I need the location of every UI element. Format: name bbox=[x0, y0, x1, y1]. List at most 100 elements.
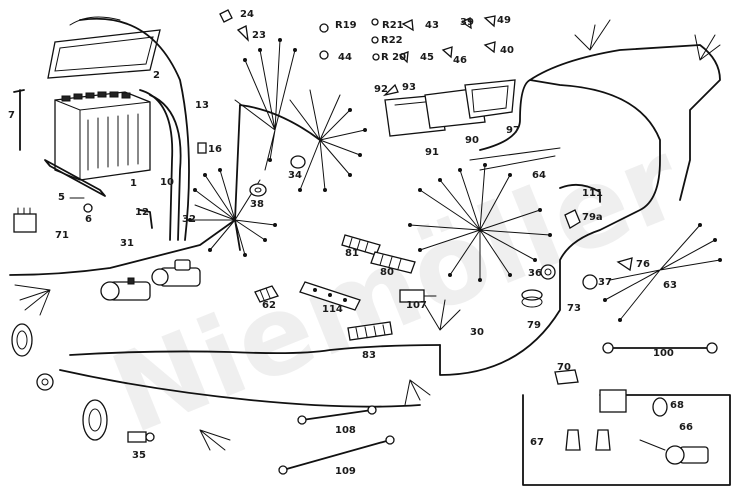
label-108: 108 bbox=[335, 425, 356, 436]
bulb-92 bbox=[382, 83, 399, 97]
label-111: 111 bbox=[582, 188, 603, 199]
starburst-junction-left bbox=[188, 168, 277, 257]
fog-lamp-66 bbox=[639, 439, 709, 465]
clip-76 bbox=[616, 257, 633, 272]
label-36: 36 bbox=[528, 268, 542, 279]
bracket-100 bbox=[602, 342, 718, 354]
cables-64 bbox=[469, 147, 561, 171]
grommet-left bbox=[36, 373, 54, 391]
label-62: 62 bbox=[262, 300, 276, 311]
label-90: 90 bbox=[465, 135, 479, 146]
cable-111 bbox=[559, 183, 601, 203]
starter-motor bbox=[151, 259, 201, 287]
starburst-lower-center bbox=[424, 299, 461, 331]
label-r19: R19 bbox=[335, 20, 357, 31]
regulator-71 bbox=[13, 207, 37, 233]
label-83: 83 bbox=[362, 350, 376, 361]
label-44: 44 bbox=[338, 52, 352, 63]
label-63: 63 bbox=[663, 280, 677, 291]
label-67: 67 bbox=[530, 437, 544, 448]
label-79: 79 bbox=[527, 320, 541, 331]
spring-79 bbox=[521, 289, 543, 308]
label-1: 1 bbox=[130, 178, 137, 189]
cable-13 bbox=[79, 17, 190, 241]
horn-lower bbox=[82, 399, 108, 441]
label-114: 114 bbox=[322, 304, 343, 315]
label-39: 39 bbox=[460, 17, 474, 28]
horn-left bbox=[11, 323, 33, 357]
label-32: 32 bbox=[182, 214, 196, 225]
battery-strap-7 bbox=[13, 89, 25, 151]
grommet-34 bbox=[290, 155, 306, 169]
label-34: 34 bbox=[288, 170, 302, 181]
main-harness-upper bbox=[239, 104, 321, 141]
switch-35 bbox=[127, 431, 155, 443]
clip-16 bbox=[197, 142, 207, 154]
connector-62 bbox=[254, 285, 279, 303]
label-16: 16 bbox=[208, 144, 222, 155]
label-93: 93 bbox=[402, 82, 416, 93]
main-harness-lower bbox=[69, 344, 441, 356]
bracket-109 bbox=[278, 435, 395, 475]
label-71: 71 bbox=[55, 230, 69, 241]
terminal-strip-114 bbox=[299, 281, 361, 311]
harness-30 bbox=[439, 79, 661, 376]
starburst-junction-mid bbox=[289, 89, 367, 192]
starburst-top-right bbox=[574, 19, 721, 61]
label-109: 109 bbox=[335, 466, 356, 477]
label-81: 81 bbox=[345, 248, 359, 259]
label-68: 68 bbox=[670, 400, 684, 411]
label-13: 13 bbox=[195, 100, 209, 111]
label-r21: R21 bbox=[382, 20, 404, 31]
label-23: 23 bbox=[252, 30, 266, 41]
starburst-lower-left bbox=[14, 284, 431, 451]
label-70: 70 bbox=[557, 362, 571, 373]
battery-cover-2 bbox=[47, 16, 161, 79]
starburst-junction-center bbox=[408, 163, 552, 282]
connector-79a bbox=[564, 209, 581, 229]
label-2: 2 bbox=[153, 70, 160, 81]
label-107: 107 bbox=[406, 300, 427, 311]
bracket-12 bbox=[139, 209, 153, 229]
battery-cells bbox=[61, 91, 131, 102]
connector-70 bbox=[554, 369, 579, 385]
label-43: 43 bbox=[425, 20, 439, 31]
label-37: 37 bbox=[598, 277, 612, 288]
cable-10b bbox=[149, 94, 182, 241]
label-79a: 79a bbox=[582, 212, 603, 223]
grommet-37 bbox=[582, 274, 598, 290]
main-harness-left bbox=[9, 219, 236, 276]
label-30: 30 bbox=[470, 327, 484, 338]
label-40: 40 bbox=[500, 45, 514, 56]
label-92: 92 bbox=[374, 84, 388, 95]
label-r22: R22 bbox=[381, 35, 403, 46]
bracket-108 bbox=[297, 405, 377, 425]
label-7: 7 bbox=[8, 110, 15, 121]
label-66: 66 bbox=[679, 422, 693, 433]
harness-right bbox=[529, 44, 721, 201]
label-10: 10 bbox=[160, 177, 174, 188]
top-small-parts bbox=[219, 9, 496, 64]
label-100: 100 bbox=[653, 348, 674, 359]
part-labels: 2 1 7 10 13 16 5 6 71 12 32 31 24 23 R19… bbox=[8, 9, 693, 477]
label-73: 73 bbox=[567, 303, 581, 314]
label-49: 49 bbox=[497, 15, 511, 26]
label-38: 38 bbox=[250, 199, 264, 210]
label-64: 64 bbox=[532, 170, 546, 181]
starburst-right-63 bbox=[603, 223, 722, 322]
grommet-38 bbox=[249, 183, 267, 197]
lamp-assembly-box-67 bbox=[522, 369, 731, 486]
label-12: 12 bbox=[135, 207, 149, 218]
cable-10 bbox=[139, 89, 174, 241]
label-97: 97 bbox=[506, 125, 520, 136]
fuse-block-80 bbox=[370, 251, 416, 274]
label-46: 46 bbox=[453, 55, 467, 66]
relay-107 bbox=[399, 289, 437, 303]
label-91: 91 bbox=[425, 147, 439, 158]
label-76: 76 bbox=[636, 259, 650, 270]
lens-97 bbox=[464, 79, 516, 119]
grommet-36 bbox=[540, 264, 556, 280]
generator bbox=[100, 277, 151, 301]
label-31: 31 bbox=[120, 238, 134, 249]
